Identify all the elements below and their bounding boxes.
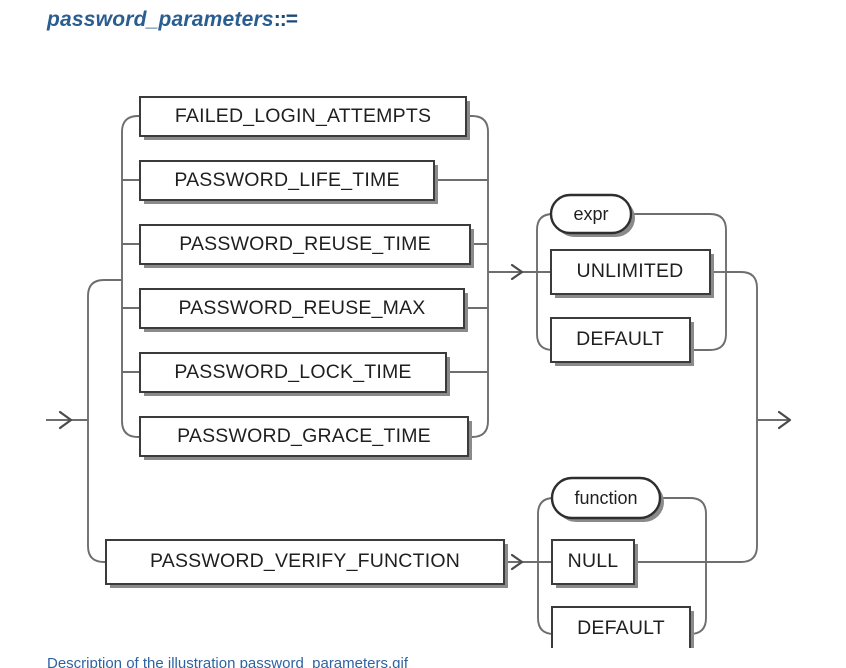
node-default-upper[interactable]: DEFAULT — [550, 317, 694, 366]
node-password-reuse-max[interactable]: PASSWORD_REUSE_MAX — [139, 288, 468, 332]
node-label: expr — [573, 204, 608, 224]
node-label: UNLIMITED — [577, 260, 684, 282]
upper-merge-rail — [726, 271, 758, 289]
node-label: NULL — [568, 550, 619, 572]
node-label: PASSWORD_REUSE_TIME — [179, 233, 431, 255]
node-failed-login-attempts[interactable]: FAILED_LOGIN_ATTEMPTS — [139, 96, 470, 140]
param-left-bottom-cap — [121, 420, 140, 438]
lower-outer-to-box — [87, 540, 106, 563]
lower-parameter-boxes: PASSWORD_VERIFY_FUNCTION — [105, 539, 508, 588]
illustration-description-link-container: Description of the illustration password… — [47, 655, 408, 668]
node-default-lower[interactable]: DEFAULT — [551, 606, 694, 648]
node-expr[interactable]: expr — [549, 193, 635, 237]
node-label: DEFAULT — [576, 328, 664, 350]
illustration-description-link[interactable]: Description of the illustration password… — [47, 655, 409, 668]
lower-connector-arrowhead — [510, 553, 524, 571]
upper-value-right-top-cap — [624, 213, 727, 231]
page-title-name: password_parameters — [47, 8, 274, 31]
upper-connector-arrowhead — [510, 263, 524, 281]
node-label: FAILED_LOGIN_ATTEMPTS — [175, 105, 431, 127]
lower-value-nodes: function NULL DEFAULT — [550, 476, 694, 648]
railroad-diagram: FAILED_LOGIN_ATTEMPTS PASSWORD_LIFE_TIME… — [46, 96, 792, 648]
page-title: password_parameters::= — [47, 8, 298, 32]
lower-value-right-top-cap — [654, 497, 707, 515]
node-password-life-time[interactable]: PASSWORD_LIFE_TIME — [139, 160, 438, 204]
node-label: function — [574, 488, 637, 508]
upper-parameter-boxes: FAILED_LOGIN_ATTEMPTS PASSWORD_LIFE_TIME… — [139, 96, 474, 460]
exit-arrow — [777, 410, 792, 430]
node-label: PASSWORD_REUSE_MAX — [178, 297, 425, 319]
upper-value-nodes: expr UNLIMITED DEFAULT — [549, 193, 714, 366]
node-label: PASSWORD_GRACE_TIME — [177, 425, 431, 447]
node-password-grace-time[interactable]: PASSWORD_GRACE_TIME — [139, 416, 472, 460]
upper-value-right-bottom-cap — [690, 333, 727, 351]
node-unlimited[interactable]: UNLIMITED — [550, 249, 714, 298]
node-function[interactable]: function — [550, 476, 664, 522]
param-right-bottom-cap — [468, 420, 489, 438]
node-label: PASSWORD_LOCK_TIME — [174, 361, 411, 383]
node-password-verify-function[interactable]: PASSWORD_VERIFY_FUNCTION — [105, 539, 508, 588]
upper-outer-to-inner — [87, 279, 122, 297]
node-password-lock-time[interactable]: PASSWORD_LOCK_TIME — [139, 352, 450, 396]
node-password-reuse-time[interactable]: PASSWORD_REUSE_TIME — [139, 224, 474, 268]
node-label: PASSWORD_LIFE_TIME — [174, 169, 399, 191]
param-right-top-cap — [466, 115, 489, 133]
param-left-top-cap — [121, 115, 140, 133]
node-null[interactable]: NULL — [551, 539, 638, 588]
assignment-operator: ::= — [273, 8, 298, 31]
lower-merge-rail — [706, 545, 758, 563]
node-label: PASSWORD_VERIFY_FUNCTION — [150, 550, 460, 572]
node-label: DEFAULT — [577, 617, 665, 639]
entry-arrow — [58, 410, 73, 430]
